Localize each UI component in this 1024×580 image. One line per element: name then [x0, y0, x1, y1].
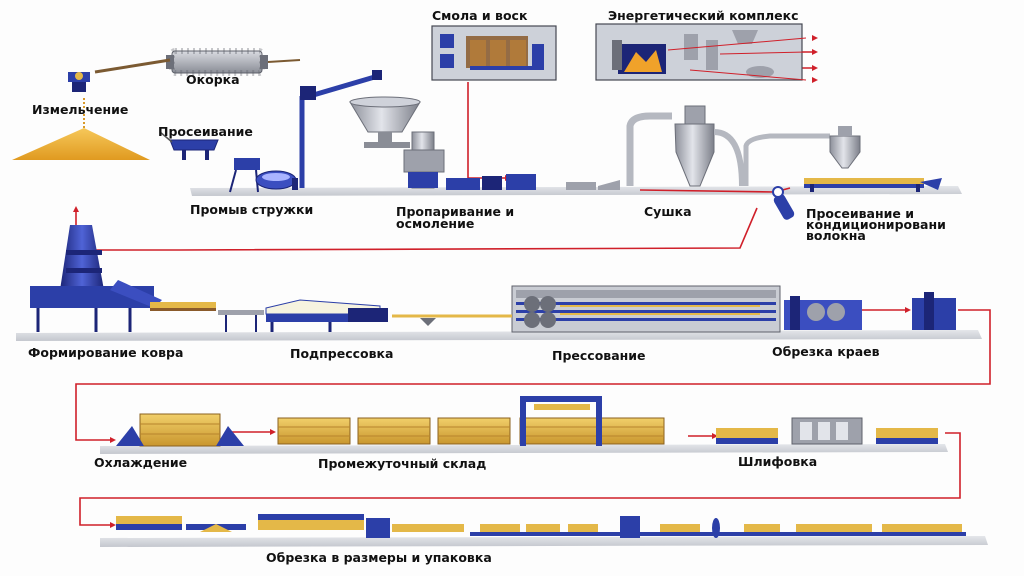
- label-konditsionirovanie-3: волокна: [806, 228, 866, 243]
- floor-row-2: [16, 330, 982, 341]
- floor-row-3: [100, 444, 948, 454]
- floor-row-1: [190, 186, 962, 196]
- steam-hopper: [349, 96, 445, 189]
- dryer-cyclone: [626, 105, 745, 187]
- stage-labels: Окорка Измельчение Просеивание Промыв ст…: [28, 8, 946, 565]
- chip-pile: [12, 98, 150, 160]
- label-energy: Энергетический комплекс: [608, 8, 799, 23]
- label-pressovanie: Прессование: [552, 348, 646, 363]
- label-proparivanie-2: осмоление: [396, 216, 474, 231]
- boiler-plant: [595, 23, 807, 81]
- label-promyv: Промыв стружки: [190, 202, 313, 217]
- label-obrezka-kraev: Обрезка краев: [772, 344, 880, 359]
- label-podpressovka: Подпрессовка: [290, 346, 393, 361]
- hot-press: [500, 285, 781, 333]
- cut-to-size-line: [116, 514, 966, 538]
- label-izmelchenie: Измельчение: [32, 102, 128, 117]
- label-konditsionirovanie-1: Просеивание и: [806, 206, 914, 221]
- refiner: [446, 174, 620, 190]
- floor-row-4: [100, 536, 988, 547]
- label-konditsionirovanie-2: кондиционировани: [806, 217, 946, 232]
- sander: [716, 417, 938, 445]
- label-okhlazhdenie: Охлаждение: [94, 455, 187, 470]
- label-proparivanie-1: Пропаривание и: [396, 204, 514, 219]
- edge-saw: [784, 292, 956, 330]
- label-formirovanie: Формирование ковра: [28, 345, 183, 360]
- chipper: [68, 72, 90, 92]
- resin-tanks: [431, 25, 557, 81]
- label-upakovka: Обрезка в размеры и упаковка: [266, 550, 492, 565]
- fibre-cyclone: [743, 126, 942, 220]
- label-proseivanie: Просеивание: [158, 124, 253, 139]
- label-shlifovka: Шлифовка: [738, 454, 817, 469]
- screen: [159, 131, 219, 160]
- storage-stack: [277, 396, 665, 446]
- cooler: [116, 413, 244, 447]
- inclined-conveyor: [299, 70, 382, 188]
- label-smola: Смола и воск: [432, 8, 528, 23]
- label-okorka: Окорка: [186, 72, 240, 87]
- debarker-drum: [94, 48, 301, 76]
- label-sklad: Промежуточный склад: [318, 456, 486, 471]
- forming-station: [30, 225, 264, 332]
- label-sushka: Сушка: [644, 204, 692, 219]
- prepress: [265, 299, 500, 332]
- washer: [229, 158, 298, 193]
